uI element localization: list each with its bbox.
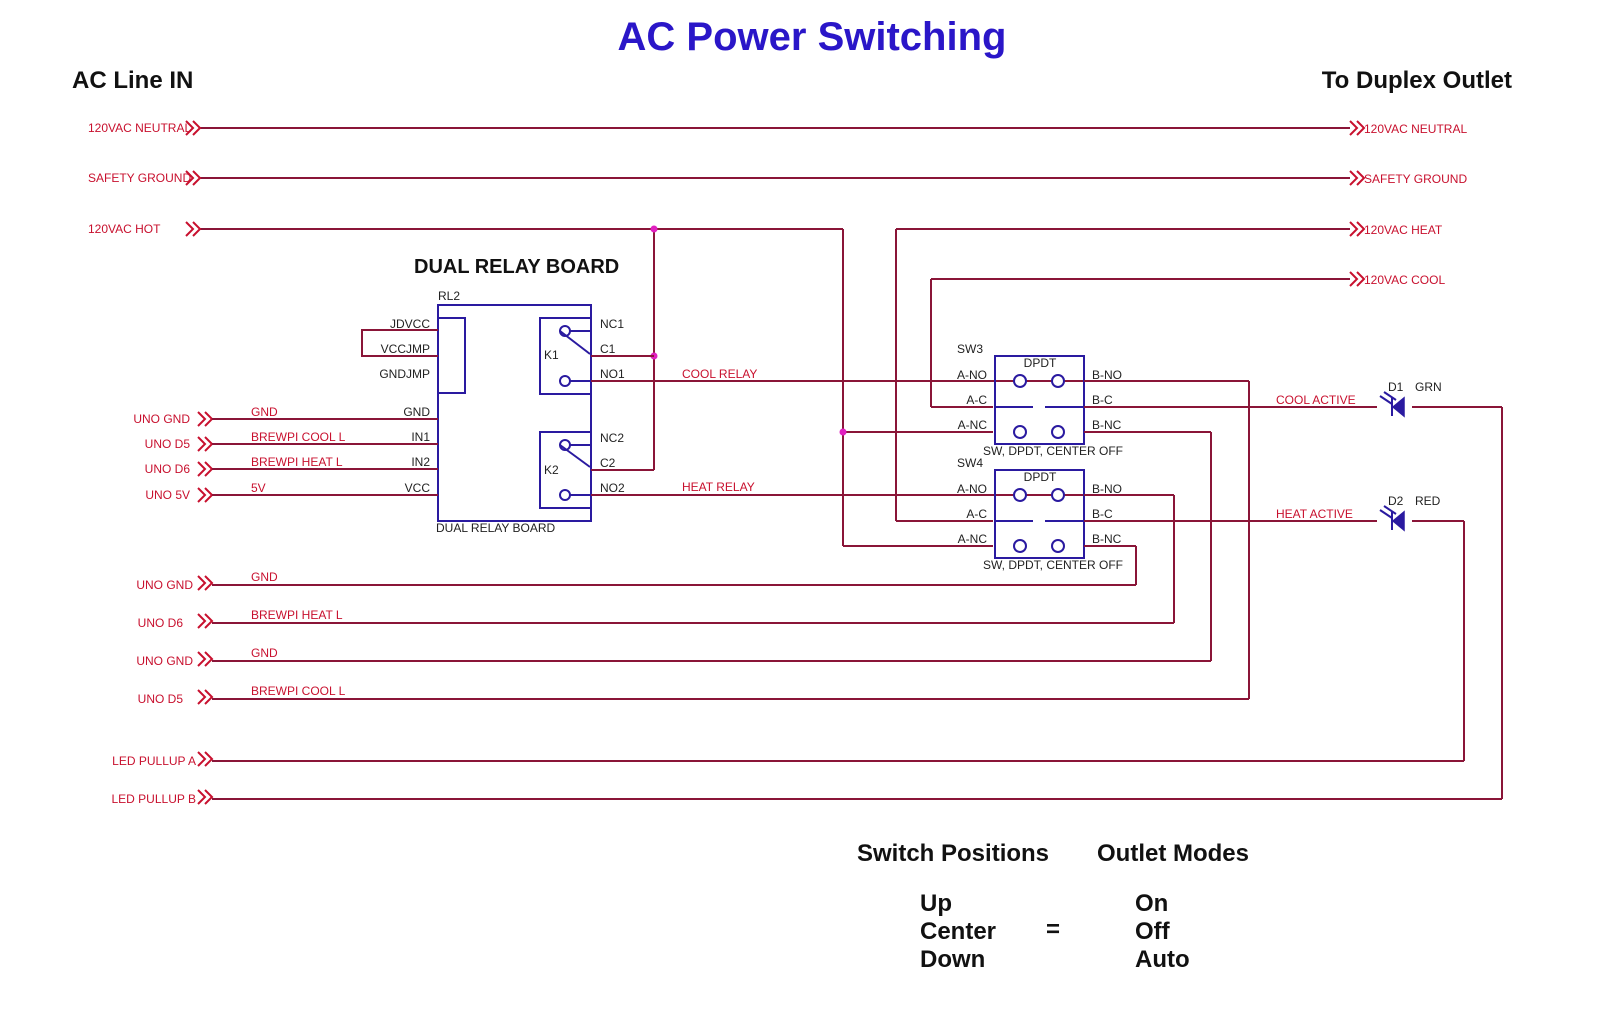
- switch-output-wires: [1084, 380, 1503, 799]
- led-d2-ref: D2: [1388, 494, 1404, 508]
- legend-position-center: Center: [920, 918, 996, 945]
- switch-sw3-pin-a-no: A-NO: [957, 368, 987, 382]
- legend-header-switch-positions: Switch Positions: [857, 840, 1049, 867]
- input-port-uno-gnd: UNO GND: [133, 412, 190, 426]
- header-ac-line-in: AC Line IN: [72, 67, 193, 94]
- relay-pin-in1: IN1: [411, 430, 430, 444]
- relay-footer-label: DUAL RELAY BOARD: [436, 521, 555, 535]
- junction-dot: [839, 428, 847, 436]
- relay-pin-vccjmp: VCCJMP: [381, 342, 430, 356]
- switch-sw4-type: DPDT: [1024, 470, 1057, 484]
- relay-k2-label: K2: [544, 463, 559, 477]
- switch-sw4-pin-b-c: B-C: [1092, 507, 1113, 521]
- switch-sw4-pin-a-c: A-C: [966, 507, 987, 521]
- lower-net-gnd-1: GND: [251, 570, 278, 584]
- relay-pin-gnd: GND: [403, 405, 430, 419]
- relay-board-body: [437, 304, 592, 522]
- right-port-label-ground: SAFETY GROUND: [1364, 172, 1467, 186]
- lower-net-brewpi-cool: BREWPI COOL L: [251, 684, 346, 698]
- net-gnd: GND: [251, 405, 278, 419]
- net-brewpi-heat: BREWPI HEAT L: [251, 455, 343, 469]
- lower-port-led-pullup-a: LED PULLUP A: [112, 754, 196, 768]
- relay-pin-gndjmp: GNDJMP: [379, 367, 430, 381]
- jumper-wire: [361, 329, 438, 357]
- lower-net-gnd-2: GND: [251, 646, 278, 660]
- junction-dot: [650, 225, 658, 233]
- relay-pin-no1: NO1: [600, 367, 625, 381]
- relay-k1-label: K1: [544, 348, 559, 362]
- relay-pin-jdvcc: JDVCC: [390, 317, 430, 331]
- relay-pin-c1: C1: [600, 342, 616, 356]
- relay-pin-no2: NO2: [600, 481, 625, 495]
- relay-pin-in2: IN2: [411, 455, 430, 469]
- switch-sw4-desc: SW, DPDT, CENTER OFF: [983, 558, 1123, 572]
- net-cool-active: COOL ACTIVE: [1276, 393, 1356, 407]
- net-cool-relay: COOL RELAY: [682, 367, 757, 381]
- relay-pin-nc2: NC2: [600, 431, 624, 445]
- legend-position-up: Up: [920, 890, 952, 917]
- led-d2-color: RED: [1415, 494, 1441, 508]
- net-heat-relay: HEAT RELAY: [682, 480, 755, 494]
- legend-mode-auto: Auto: [1135, 946, 1190, 973]
- switch-sw4-ref: SW4: [957, 456, 983, 470]
- port-arrows: [185, 120, 1366, 805]
- switch-sw4-pin-a-nc: A-NC: [958, 532, 988, 546]
- switch-sw3-ref: SW3: [957, 342, 983, 356]
- left-port-label-ground: SAFETY GROUND: [88, 171, 191, 185]
- legend-position-down: Down: [920, 946, 985, 973]
- lower-port-uno-d6: UNO D6: [138, 616, 184, 630]
- switch-sw3-pin-b-c: B-C: [1092, 393, 1113, 407]
- led-d2: [1379, 505, 1405, 532]
- switch-sw4: [994, 469, 1085, 559]
- net-5v: 5V: [251, 481, 266, 495]
- switch-sw3-pin-a-nc: A-NC: [958, 418, 988, 432]
- left-port-label-neutral: 120VAC NEUTRAL: [88, 121, 191, 135]
- lower-wires: [212, 584, 1502, 800]
- legend-equals-sign: =: [1046, 916, 1060, 943]
- lower-net-brewpi-heat: BREWPI HEAT L: [251, 608, 343, 622]
- net-brewpi-cool: BREWPI COOL L: [251, 430, 346, 444]
- page-title: AC Power Switching: [618, 15, 1007, 59]
- input-wires: [212, 418, 438, 496]
- switch-sw3-type: DPDT: [1024, 356, 1057, 370]
- switch-sw4-pin-a-no: A-NO: [957, 482, 987, 496]
- led-d1-color: GRN: [1415, 380, 1442, 394]
- legend-mode-off: Off: [1135, 918, 1171, 945]
- switch-sw3-pin-b-no: B-NO: [1092, 368, 1122, 382]
- led-d1-ref: D1: [1388, 380, 1404, 394]
- lower-port-uno-gnd-2: UNO GND: [136, 654, 193, 668]
- switch-sw3: [994, 355, 1085, 445]
- switch-sw4-pin-b-nc: B-NC: [1092, 532, 1122, 546]
- relay-pin-nc1: NC1: [600, 317, 624, 331]
- right-port-label-cool: 120VAC COOL: [1364, 273, 1445, 287]
- input-port-uno-5v: UNO 5V: [145, 488, 190, 502]
- lower-port-uno-d5: UNO D5: [138, 692, 184, 706]
- legend-header-outlet-modes: Outlet Modes: [1097, 840, 1249, 867]
- relay-ref: RL2: [438, 289, 460, 303]
- switch-sw3-pin-a-c: A-C: [966, 393, 987, 407]
- switch-sw3-desc: SW, DPDT, CENTER OFF: [983, 444, 1123, 458]
- led-d1: [1379, 391, 1405, 418]
- switch-sw3-pin-b-nc: B-NC: [1092, 418, 1122, 432]
- lower-port-uno-gnd-1: UNO GND: [136, 578, 193, 592]
- net-heat-active: HEAT ACTIVE: [1276, 507, 1353, 521]
- left-port-label-hot: 120VAC HOT: [88, 222, 161, 236]
- lower-port-led-pullup-b: LED PULLUP B: [112, 792, 197, 806]
- right-port-label-heat: 120VAC HEAT: [1364, 223, 1443, 237]
- power-wires: [200, 127, 1350, 547]
- header-to-duplex-outlet: To Duplex Outlet: [1322, 67, 1512, 94]
- switch-sw4-pin-b-no: B-NO: [1092, 482, 1122, 496]
- right-port-label-neutral: 120VAC NEUTRAL: [1364, 122, 1467, 136]
- relay-pin-c2: C2: [600, 456, 616, 470]
- relay-board-heading: DUAL RELAY BOARD: [414, 256, 619, 278]
- relay-pin-vcc: VCC: [405, 481, 431, 495]
- legend-mode-on: On: [1135, 890, 1168, 917]
- input-port-uno-d6: UNO D6: [145, 462, 191, 476]
- input-port-uno-d5: UNO D5: [145, 437, 191, 451]
